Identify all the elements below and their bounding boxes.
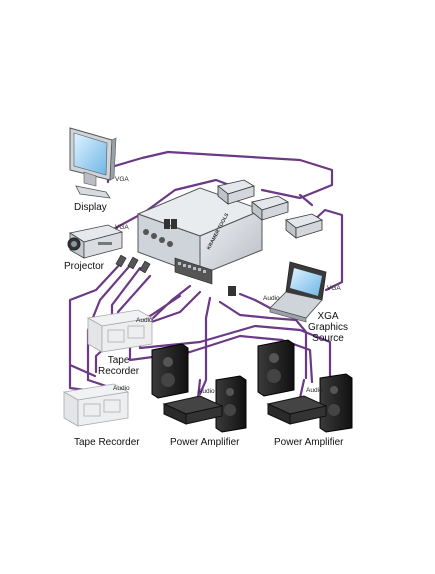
speaker-right-b — [319, 373, 353, 433]
speaker-right-a — [257, 339, 295, 397]
label-xga-line1: XGA — [317, 311, 339, 322]
cable-source-audio — [238, 292, 272, 310]
label-tape-recorder-1: Tape Recorder — [98, 355, 139, 377]
cable-source-vga — [310, 208, 344, 292]
laptop — [269, 261, 327, 323]
label-audio-amp2: Audio — [306, 387, 323, 394]
projector — [67, 224, 124, 259]
label-projector: Projector — [64, 261, 105, 272]
label-xga-source: XGA Graphics Source — [308, 311, 348, 344]
speaker-left-b — [215, 375, 247, 433]
audio-plugs — [115, 254, 151, 274]
cables — [68, 150, 344, 400]
terminal-block — [174, 257, 213, 285]
label-audio-amp1: Audio — [198, 388, 215, 395]
display-monitor — [69, 127, 117, 199]
dvi-connectors — [217, 179, 323, 239]
label-xga-line2: Graphics — [308, 322, 349, 333]
label-vga-projector: VGA — [115, 224, 129, 231]
power-amplifier-2 — [266, 395, 328, 425]
cable-display-vga — [106, 150, 334, 200]
speaker-left-a — [151, 343, 189, 399]
label-vga-display: VGA — [115, 176, 129, 183]
label-audio-tape2: Audio — [113, 385, 130, 392]
label-display: Display — [74, 202, 107, 213]
label-vga-source: VGA — [327, 285, 341, 292]
cable-projector-vga — [106, 178, 234, 234]
label-power-amp-2: Power Amplifier — [274, 437, 344, 448]
label-xga-line3: Source — [312, 333, 344, 344]
label-tape-recorder-2: Tape Recorder — [74, 437, 140, 448]
label-audio-tape1: Audio — [136, 317, 153, 324]
tape-recorder-2 — [62, 383, 130, 427]
label-audio-source: Audio — [263, 295, 280, 302]
power-amplifier-1 — [162, 395, 224, 425]
label-tape1-line2: Recorder — [98, 366, 140, 377]
label-power-amp-1: Power Amplifier — [170, 437, 240, 448]
label-tape1-line1: Tape — [107, 355, 130, 366]
tape-recorder-1 — [86, 309, 154, 353]
